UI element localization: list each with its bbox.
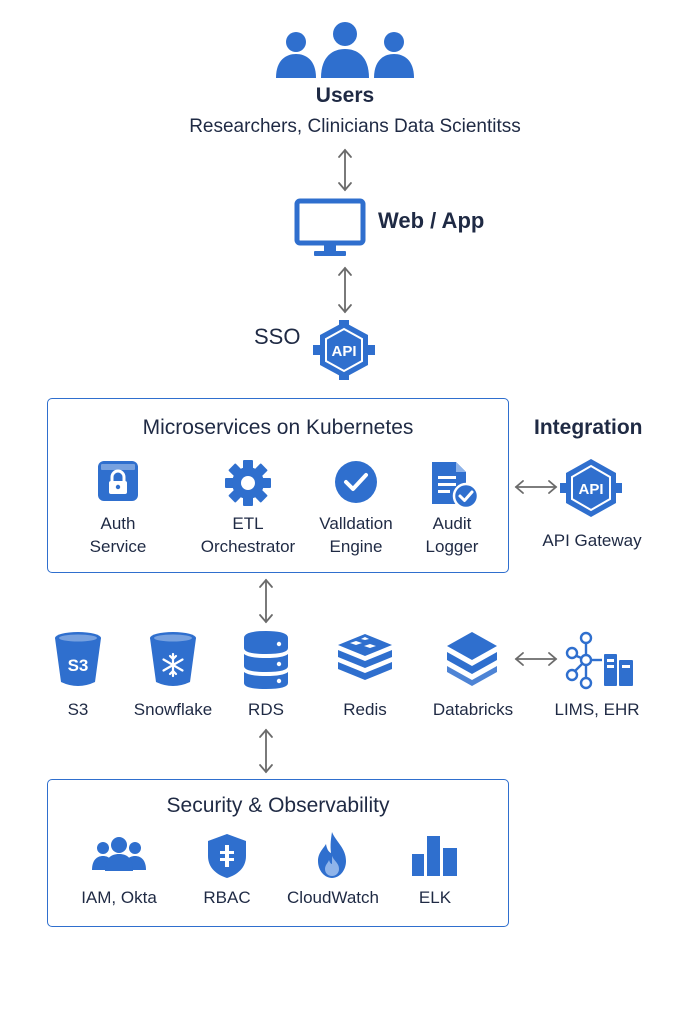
elk-label: ELK bbox=[418, 888, 452, 907]
databricks-icon bbox=[443, 630, 501, 688]
svg-text:S3: S3 bbox=[68, 656, 89, 675]
databricks-label: Databricks bbox=[432, 700, 514, 719]
sso-api-badge: API bbox=[331, 343, 356, 360]
gear-icon bbox=[224, 459, 272, 507]
iam-okta-label: IAM, Okta bbox=[81, 888, 157, 907]
users-subtitle: Researchers, Clinicians Data Scientitss bbox=[189, 116, 521, 137]
integration-title: Integration bbox=[534, 416, 643, 439]
lims-ehr-label: LIMS, EHR bbox=[554, 700, 640, 719]
arrow-storage-security bbox=[257, 728, 275, 779]
rbac-label: RBAC bbox=[203, 888, 251, 907]
gateway-api-badge: API bbox=[578, 481, 603, 498]
users-title: Users bbox=[315, 84, 375, 107]
security-title: Security & Observability bbox=[166, 794, 390, 817]
redis-icon bbox=[336, 632, 394, 686]
bar-chart-icon bbox=[410, 834, 460, 878]
database-icon bbox=[241, 630, 291, 690]
etl-orchestrator-label: ETL Orchestrator bbox=[200, 514, 296, 556]
monitor-icon bbox=[294, 198, 366, 260]
shield-icon bbox=[206, 832, 248, 880]
rds-label: RDS bbox=[248, 700, 284, 719]
auth-service-label: Auth Service bbox=[89, 514, 147, 556]
flame-icon bbox=[312, 830, 352, 880]
check-circle-icon bbox=[333, 459, 379, 505]
web-app-label: Web / App bbox=[378, 208, 485, 233]
redis-label: Redis bbox=[343, 700, 387, 719]
audit-logger-label: Audit Logger bbox=[425, 514, 479, 556]
network-icon bbox=[564, 630, 638, 690]
snowflake-label: Snowflake bbox=[133, 700, 213, 719]
users-icon bbox=[272, 20, 418, 80]
arrow-databricks-lims bbox=[514, 651, 558, 672]
validation-engine-label: Valldation Engine bbox=[319, 514, 393, 556]
arrow-micro-gateway bbox=[514, 479, 558, 500]
arrow-web-sso bbox=[336, 266, 354, 319]
cloudwatch-label: CloudWatch bbox=[287, 888, 379, 907]
lock-icon bbox=[96, 459, 140, 503]
arrow-users-web bbox=[336, 148, 354, 197]
sso-label: SSO bbox=[254, 324, 301, 349]
s3-label: S3 bbox=[67, 700, 89, 719]
api-gateway-label: API Gateway bbox=[542, 531, 642, 550]
api-gateway-icon: API bbox=[560, 457, 622, 519]
arrow-micro-storage bbox=[257, 578, 275, 629]
sso-api-icon: API bbox=[313, 320, 375, 380]
group-icon bbox=[92, 836, 146, 872]
s3-bucket-icon: S3 bbox=[52, 630, 104, 690]
snowflake-icon bbox=[147, 630, 199, 690]
document-check-icon bbox=[428, 458, 480, 510]
microservices-title: Microservices on Kubernetes bbox=[142, 416, 414, 439]
